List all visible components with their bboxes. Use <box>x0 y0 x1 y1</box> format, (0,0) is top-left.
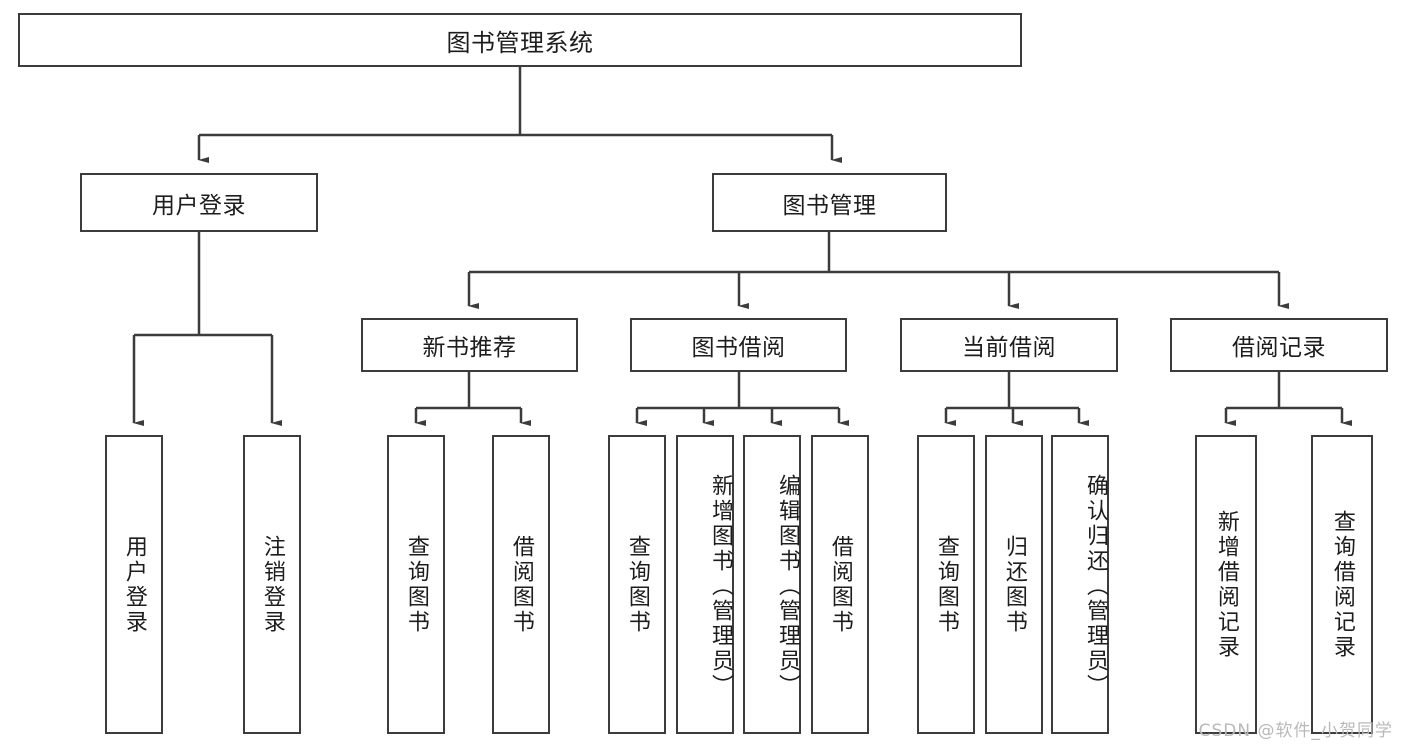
leaf-return-book[interactable]: 归还图书 <box>985 435 1043 734</box>
node-new-book-recommend[interactable]: 新书推荐 <box>361 318 578 372</box>
csdn-watermark: CSDN @软件_小贺同学 <box>1198 721 1393 741</box>
leaf-confirm-return-admin[interactable]: 确认归还（管理员） <box>1051 435 1109 734</box>
node-book-borrow[interactable]: 图书借阅 <box>630 318 847 372</box>
node-label: 注销登录 <box>259 534 285 635</box>
leaf-user-logout[interactable]: 注销登录 <box>243 435 301 734</box>
leaf-query-borrow-record[interactable]: 查询借阅记录 <box>1311 435 1373 734</box>
leaf-edit-book-admin[interactable]: 编辑图书（管理员） <box>743 435 801 734</box>
node-borrow-record[interactable]: 借阅记录 <box>1170 318 1388 372</box>
node-label: 编辑图书（管理员） <box>775 474 800 699</box>
node-label: 借阅记录 <box>1232 335 1326 361</box>
leaf-borrow-book[interactable]: 借阅图书 <box>811 435 869 734</box>
leaf-query-book-current[interactable]: 查询图书 <box>917 435 975 734</box>
leaf-user-login[interactable]: 用户登录 <box>105 435 163 734</box>
node-label: 查询图书 <box>933 534 959 635</box>
node-label: 图书管理 <box>782 192 877 219</box>
leaf-add-book-admin[interactable]: 新增图书（管理员） <box>676 435 734 734</box>
node-label: 确认归还（管理员） <box>1083 474 1108 699</box>
node-label: 查询图书 <box>403 534 429 635</box>
node-label: 新增借阅记录 <box>1213 509 1239 660</box>
node-label: 新增图书（管理员） <box>708 474 733 699</box>
leaf-query-book-borrow[interactable]: 查询图书 <box>608 435 666 734</box>
leaf-query-book-recommend[interactable]: 查询图书 <box>387 435 445 734</box>
leaf-add-borrow-record[interactable]: 新增借阅记录 <box>1195 435 1257 734</box>
node-label: 查询图书 <box>624 534 650 635</box>
node-label: 借阅图书 <box>827 534 853 635</box>
node-book-management[interactable]: 图书管理 <box>712 173 947 232</box>
node-label: 新书推荐 <box>422 335 517 361</box>
leaf-borrow-book-recommend[interactable]: 借阅图书 <box>492 435 550 734</box>
node-current-borrow[interactable]: 当前借阅 <box>900 318 1118 372</box>
node-label: 借阅图书 <box>508 534 534 635</box>
node-label: 图书管理系统 <box>446 28 594 57</box>
node-label: 查询借阅记录 <box>1329 509 1355 660</box>
node-label: 用户登录 <box>121 534 147 635</box>
node-label: 图书借阅 <box>691 335 786 361</box>
node-label: 当前借阅 <box>962 335 1056 361</box>
node-user-login[interactable]: 用户登录 <box>80 173 318 232</box>
node-label: 用户登录 <box>152 192 246 219</box>
node-label: 归还图书 <box>1001 534 1027 635</box>
node-root-system[interactable]: 图书管理系统 <box>18 13 1022 67</box>
